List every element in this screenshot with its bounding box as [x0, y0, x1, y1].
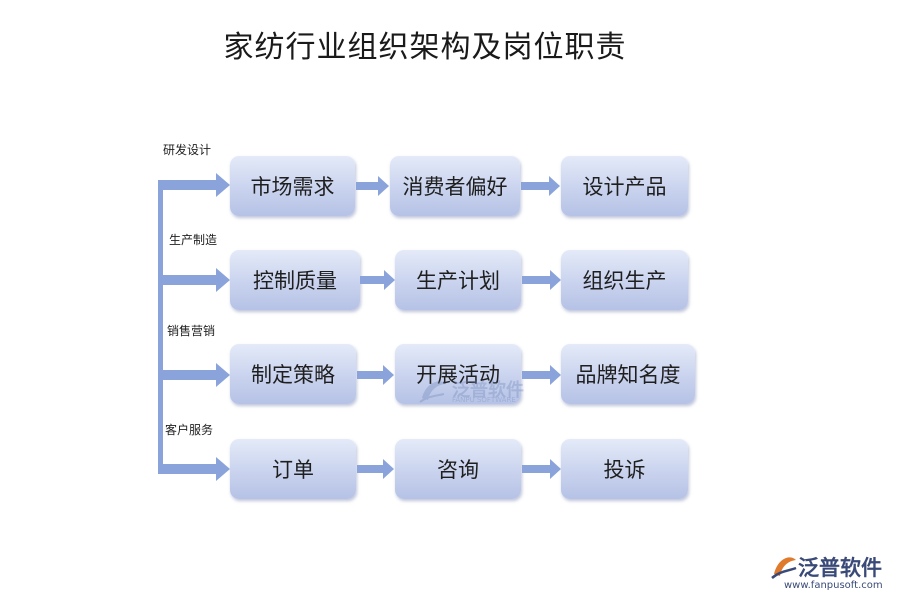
fanpu-watermark-icon [419, 381, 446, 403]
flow-arrow-icon [522, 365, 561, 385]
entry-arrow-icon [158, 173, 230, 197]
entry-arrow-icon [158, 268, 230, 292]
page-title: 家纺行业组织架构及岗位职责 [223, 30, 627, 65]
entry-arrow-icon [158, 363, 230, 387]
row-label-service: 客户服务 [165, 423, 214, 437]
flow-arrow-icon [356, 176, 389, 196]
flow-box: 市场需求 [230, 156, 355, 216]
fanpu-logo-icon [771, 557, 797, 579]
logo-name: 泛普软件 [798, 556, 882, 580]
row-label-rnd: 研发设计 [163, 143, 212, 157]
flow-box: 设计产品 [561, 156, 688, 216]
flow-box: 控制质量 [230, 250, 360, 310]
logo-url: www.fanpusoft.com [784, 580, 883, 591]
flow-arrow-icon [357, 365, 394, 385]
row-label-sales: 销售营销 [167, 324, 216, 338]
flow-arrow-icon [357, 459, 394, 479]
flow-box: 生产计划 [395, 250, 521, 310]
flow-arrow-icon [360, 270, 395, 290]
flow-arrow-icon [522, 270, 561, 290]
flow-box: 开展活动 [395, 344, 521, 404]
watermark-name: 泛普软件 [452, 380, 524, 401]
flow-box: 组织生产 [561, 250, 688, 310]
watermark-sub: FANPU SOFTWARE [452, 396, 516, 404]
flow-box: 咨询 [395, 439, 521, 499]
flow-spine [158, 183, 163, 469]
flow-box: 订单 [230, 439, 356, 499]
flow-box: 品牌知名度 [561, 344, 695, 404]
flow-arrow-icon [522, 459, 561, 479]
flow-box: 消费者偏好 [390, 156, 520, 216]
row-label-production: 生产制造 [169, 233, 218, 247]
flow-arrow-icon [521, 176, 560, 196]
flow-box: 投诉 [561, 439, 688, 499]
flow-box: 制定策略 [230, 344, 356, 404]
entry-arrow-icon [158, 457, 230, 481]
